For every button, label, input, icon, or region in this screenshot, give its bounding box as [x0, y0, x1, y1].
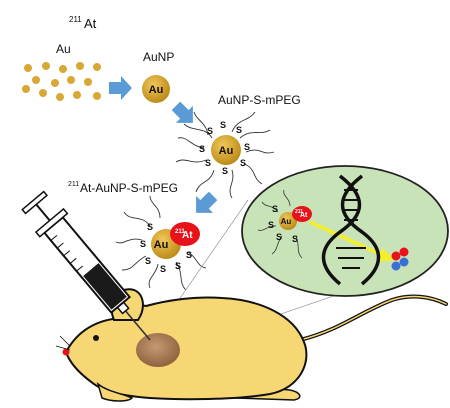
gold-atoms-cluster: [22, 62, 101, 101]
at-sulfur-2: S: [140, 239, 146, 249]
at-aunp-core-symbol: Au: [154, 239, 169, 251]
astatine-211-label: 211 At: [69, 15, 97, 31]
at-sulfur-1: S: [147, 222, 153, 232]
tumor-cell: Au 211 At S S S S: [241, 165, 449, 297]
at-aunp-peg-name: At-AuNP-S-mPEG: [80, 181, 178, 195]
at-sulfur-3: S: [145, 256, 151, 266]
dna-helix: [321, 174, 381, 286]
step-arrow-2: [171, 101, 193, 123]
sulfur-3: S: [236, 125, 242, 135]
cell-at-symbol: At: [300, 212, 308, 219]
at-aunp-peg-label: 211 At-AuNP-S-mPEG: [68, 181, 178, 195]
mouse-whiskers: [55, 335, 71, 351]
cell-particle-core-symbol: Au: [281, 217, 292, 226]
at-sulfur-5: S: [175, 261, 181, 271]
sulfur-7: S: [205, 158, 211, 168]
sulfur-4: S: [244, 142, 250, 152]
gold-atoms-label: Au: [56, 42, 71, 56]
sulfur-2: S: [220, 120, 226, 130]
at-sulfur-6: S: [186, 250, 192, 260]
aunp-peg-core-symbol: Au: [219, 145, 234, 157]
cell-sulfur-4: S: [292, 234, 298, 244]
sulfur-5: S: [240, 158, 246, 168]
at-sulfur-4: S: [160, 264, 166, 274]
aunp-peg-label: AuNP-S-mPEG: [218, 93, 301, 107]
alpha-beam: [309, 220, 396, 262]
at-aunp-peg-particle: Au 211 At S S S S S S: [115, 195, 207, 291]
step-arrow-1: [109, 76, 132, 100]
mouse-eye: [93, 335, 99, 341]
aunp-label: AuNP: [143, 50, 174, 64]
mouse: [55, 288, 448, 402]
mouse-nose: [62, 348, 70, 356]
syringe: [21, 190, 151, 341]
cell-sulfur-2: S: [268, 220, 274, 230]
sulfur-8: S: [199, 144, 205, 154]
aunp-core-symbol: Au: [149, 84, 164, 96]
at-particle-symbol: At: [182, 230, 193, 241]
sulfur-6: S: [222, 166, 228, 176]
at-aunp-peg-mass: 211: [68, 181, 79, 188]
cell-particle: Au 211 At S S S S: [257, 189, 312, 259]
alpha-particle: [391, 247, 409, 271]
at211-symbol: At: [84, 16, 97, 31]
step-arrow-3: [196, 191, 218, 213]
cell-sulfur-1: S: [272, 204, 278, 214]
cell-at-mass: 211: [295, 209, 303, 215]
at-particle-mass: 211: [175, 229, 185, 235]
aunp-particle: Au: [142, 75, 170, 103]
sulfur-1: S: [207, 126, 213, 136]
tumor: [136, 333, 180, 367]
cell-sulfur-3: S: [276, 232, 282, 242]
aunp-peg-particle: Au S S S S S S S S: [175, 111, 275, 199]
at211-mass-number: 211: [69, 15, 82, 24]
mouse-body: [64, 296, 308, 401]
mouse-front-foot: [96, 381, 134, 402]
